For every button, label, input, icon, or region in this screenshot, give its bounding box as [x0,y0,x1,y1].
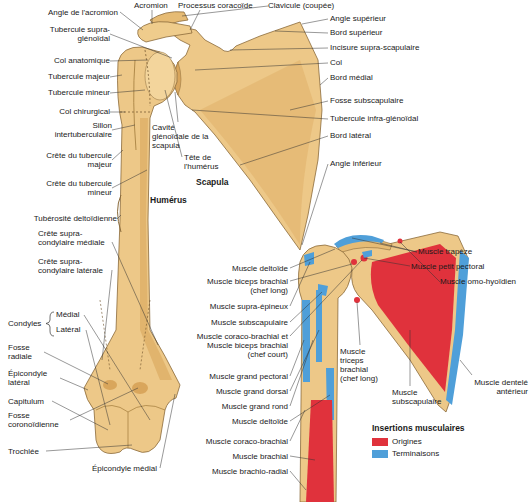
bone-part-label: Crête supra-condylaire médiale [38,229,114,247]
bone-title: Humérus [150,196,187,205]
origin-area [398,239,403,244]
muscle-label: Muscle dentelé antérieur [468,378,528,396]
muscle-label: Muscle supra-épineux [180,302,288,311]
muscle-label: Muscle coraco-brachial et Muscle biceps … [190,332,288,359]
legend-swatch [372,438,388,446]
insertion-area [362,250,372,258]
bone-part-label: Tête de l'humérus [184,153,226,171]
groove-line [134,60,136,150]
bone-part-label: Bord supérieur [330,28,382,37]
bone-part-label: Processus coracoïde [178,1,253,10]
bone-part-label: Tubercule infra-glénoïdal [330,114,418,123]
insertion-area [302,252,334,420]
muscle-label: Muscle grand rond [180,402,288,411]
scapula-shading [200,60,316,245]
bone-part-label: Crête du tubercule majeur [38,151,112,169]
muscle-label: Muscle grand dorsal [180,387,288,396]
bone-part-label: Trochlée [8,447,39,456]
bone-part-label: Acromion [134,1,168,10]
muscle-label: Muscle subscapulaire [392,388,452,406]
bone-part-label: Épicondyle médial [92,464,157,473]
muscle-label: Muscle petit pectoral [411,262,484,271]
bone-part-label: Col anatomique [20,56,110,65]
bone-part-label: Fosse subscapulaire [330,96,403,105]
bone-part-label: Sillon intertuberculaire [36,121,112,139]
bone-title: Scapula [196,178,229,187]
bone-part-label: Angle supérieur [330,14,386,23]
muscle-label: Muscle biceps brachial (chef long) [188,277,288,295]
condyles-bracket [46,312,54,336]
muscle-label: Muscle brachial [180,452,288,461]
bone-part-label: Latéral [56,325,80,334]
bone-part-label: Col [330,58,342,67]
bone-part-label: Médial [56,310,80,319]
condyle-outline [96,405,165,448]
legend-title: Insertions musculaires [372,424,465,433]
bone-part-label: Angle inférieur [330,159,382,168]
muscle-label: Muscle triceps brachial (chef long) [340,347,388,383]
muscle-label: Muscle omo-hyoïdien [440,277,516,286]
scapula-bone [340,232,468,412]
muscle-label: Muscle grand pectoral [180,372,288,381]
muscle-label: Muscle deltoïde [180,417,288,426]
bone-part-label: Tubercule majeur [20,72,110,81]
bone-part-label: Tubérosité deltoïdienne [12,214,117,223]
neck-lines [120,50,152,112]
muscle-label: Muscle deltoïde [180,264,288,273]
bone-part-label: Bord médial [330,73,373,82]
origin-area [306,400,334,502]
muscle-label: Muscle subscapulaire [180,318,288,327]
muscle-label: Muscle coraco-brachial [180,437,288,446]
bone-part-label: Bord latéral [330,131,371,140]
insertion-area [334,235,384,248]
bone-part-label: Crête du tubercule mineur [38,179,112,197]
bone-part-label: Incisure supra-scapulaire [330,43,419,52]
legend-row: Origines [372,437,422,446]
acromion-bone [138,22,192,42]
humeral-head [145,52,175,100]
muscle-label: Muscle brachio-radial [180,467,288,476]
bone-part-label: Tubercule mineur [20,88,110,97]
insertion-area [446,250,469,405]
bone-part-label: Tubercule supra-glénoïdal [38,25,110,43]
bone-part-label: Clavicule (coupée) [268,1,334,10]
legend-text: Origines [392,437,422,446]
coronoid-fossa [132,382,148,394]
legend-swatch [372,450,388,458]
bone-part-label: Col chirurgical [20,107,110,116]
bone-part-label: Angle de l'acromion [30,8,118,17]
bone-part-label: Crête supra-condylaire latérale [38,257,114,275]
bone-part-label: Capitulum [8,397,44,406]
radial-fossa [103,380,117,390]
deltoid-tuberosity [118,195,122,232]
legend-text: Terminaisons [392,449,439,458]
legend-row: Terminaisons [372,449,439,458]
bone-part-label: Fosse coronoïdienne [8,411,70,429]
bone-part-label: Fosse radiale [8,343,44,361]
bone-part-label: Épicondyle latéral [8,369,60,387]
muscle-label: Muscle trapèze [418,247,472,256]
bone-part-label: Cavité glénoïdale de la scapula [152,123,210,150]
bone-part-label: Condyles [8,319,41,328]
